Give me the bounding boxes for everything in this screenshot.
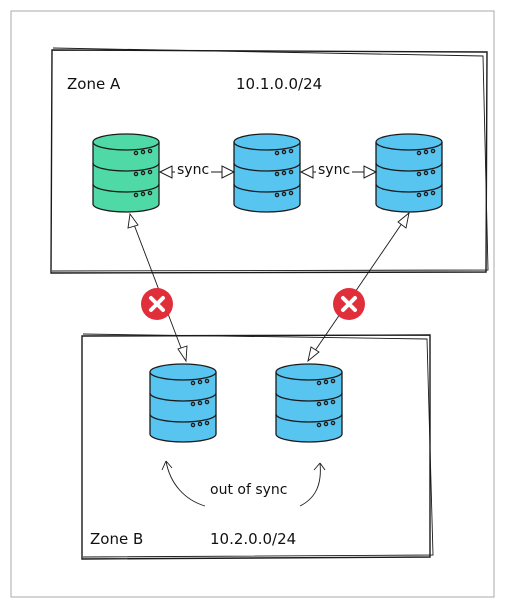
database-icon: [149, 363, 217, 443]
zone-a-subnet: 10.1.0.0/24: [236, 75, 323, 93]
x-circle-icon: [141, 288, 173, 320]
zone-b-name: Zone B: [90, 530, 144, 548]
sync-label-2: sync: [316, 162, 353, 178]
database-icon: [92, 133, 160, 213]
outer-frame: [10, 10, 495, 598]
zone-b-subnet: 10.2.0.0/24: [210, 530, 297, 548]
zone-b-box: [81, 333, 434, 560]
cross-zone-link-right: [307, 211, 410, 363]
zone-a-box: [50, 47, 489, 274]
x-circle-icon: [333, 288, 365, 320]
zone-a-name: Zone A: [67, 75, 121, 93]
out-of-sync-arrows: [161, 460, 326, 507]
database-icon: [375, 133, 443, 213]
out-of-sync-label: out of sync: [210, 482, 288, 498]
database-icon: [275, 363, 343, 443]
sync-connector-2: [299, 165, 378, 179]
sync-label-1: sync: [175, 162, 212, 178]
cross-zone-link-left: [127, 212, 188, 363]
database-icon: [233, 133, 301, 213]
